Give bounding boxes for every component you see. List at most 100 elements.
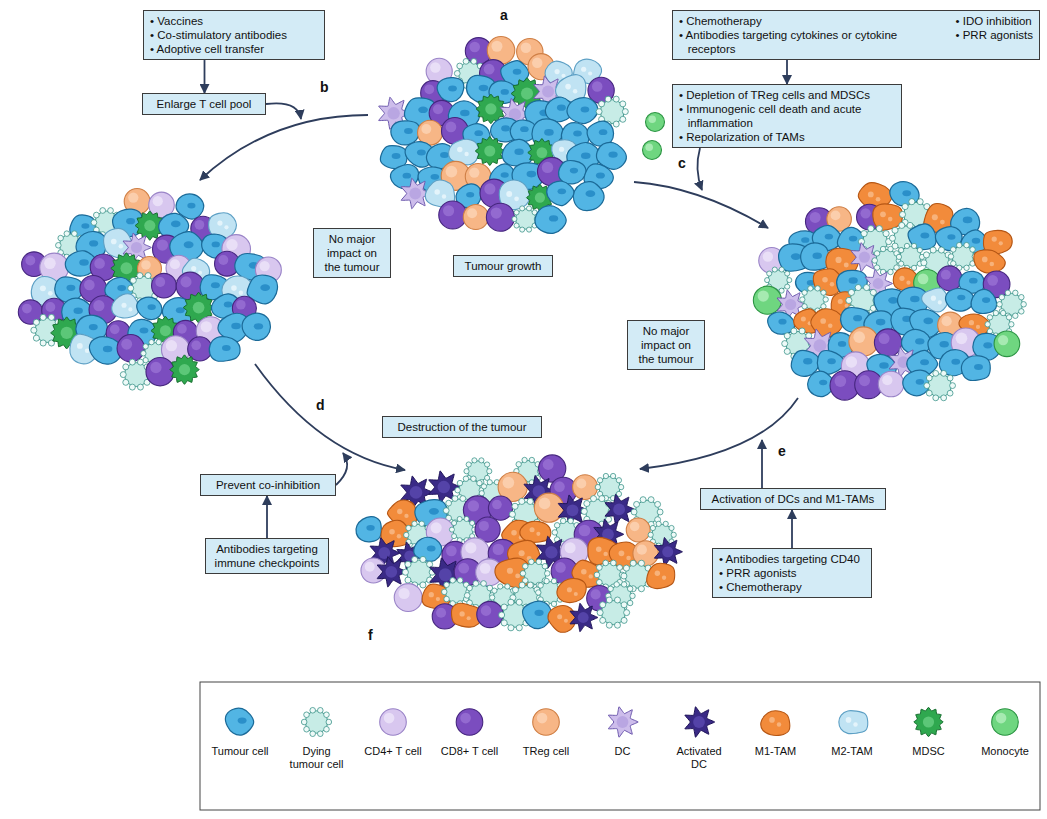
apoptotic-bleb [452,496,458,502]
cd4-cell [878,371,904,397]
box-text: • Chemotherapy [679,14,939,28]
apoptotic-bleb [527,227,532,232]
cell-vesicle [990,262,995,267]
cell-nucleus [254,323,263,329]
apoptotic-bleb [473,581,479,587]
cell-highlight [236,300,246,310]
therapy-list-box: • Antibodies targeting CD40• PRR agonist… [712,548,872,598]
cell-nucleus [873,278,884,289]
cell-vesicle [198,271,202,275]
cell-body [170,355,199,384]
apoptotic-bleb [899,222,905,228]
cell-body [534,493,563,522]
cell-nucleus [879,362,888,369]
cell-vesicle [397,509,402,514]
cell-nucleus [485,103,496,114]
box-text: • Co-stimulatory antibodies [150,28,318,42]
apoptotic-bleb [128,285,134,291]
legend-label: M2-TAM [822,745,882,758]
cell-body [761,711,790,736]
apoptotic-bleb [460,496,466,502]
apoptotic-bleb [785,284,790,289]
legend-label: CD4+ T cell [363,745,423,758]
apoptotic-bleb [880,246,885,251]
cell-body [558,160,586,183]
apoptotic-bleb [463,476,468,481]
box-text: • Chemotherapy [719,580,865,594]
apoptotic-bleb [509,511,515,517]
cell-highlight [484,183,495,194]
cell-vesicle [224,225,228,229]
apoptotic-bleb [457,480,462,485]
apoptotic-bleb [655,501,661,507]
cell-body [557,578,586,602]
apoptotic-bleb [846,297,852,303]
cell-vesicle [191,266,196,271]
apoptotic-bleb [512,216,517,221]
apoptotic-bleb [648,532,653,537]
cell-highlight [835,375,847,387]
apoptotic-bleb [930,247,936,253]
apoptotic-bleb [599,496,605,502]
cell-highlight [565,542,576,553]
cell-nucleus [947,234,955,240]
tumour-cell [558,160,586,183]
cell-vesicle [581,67,586,72]
cell-body [547,181,574,206]
apoptotic-bleb [611,560,617,566]
apoptotic-bleb [326,719,332,725]
cell-vesicle [519,550,525,556]
cell-nucleus [513,69,522,75]
cell-body [937,266,962,291]
m1-cell [974,250,1005,273]
apoptotic-bleb [600,602,606,608]
cell-nucleus [460,110,470,117]
apoptotic-bleb [520,206,525,211]
cell-vesicle [932,214,938,220]
cell-nucleus [184,241,194,248]
tumour-cluster [753,182,1026,401]
cell-nucleus [79,259,89,266]
cell-body [643,141,662,160]
apoptotic-bleb [466,462,471,467]
legend-label: DC [593,745,653,758]
tumour-cell [535,206,566,234]
apoptotic-bleb [471,476,476,481]
cell-body [685,707,715,738]
cell-vesicle [619,550,625,556]
mono-cell [646,113,665,132]
apoptotic-bleb [464,593,470,599]
apoptotic-bleb [640,497,646,503]
apoptotic-bleb [997,302,1002,307]
apoptotic-bleb [785,271,790,276]
apoptotic-bleb [772,267,777,272]
apoptotic-bleb [324,726,330,732]
apoptotic-bleb [784,348,790,354]
apoptotic-bleb [560,518,565,523]
apoptotic-bleb [1013,313,1018,318]
cell-highlight [93,300,104,311]
cell-body [137,297,162,319]
cell-vesicle [838,299,843,304]
apoptotic-bleb [1000,310,1005,315]
apoptotic-bleb [597,478,602,483]
apoptotic-bleb [1006,315,1011,320]
apoptotic-bleb [606,597,612,603]
cell-highlight [469,167,479,177]
cell-highlight [853,331,865,343]
cell-body [974,250,1005,273]
apoptotic-bleb [605,96,611,102]
apoptotic-bleb [479,491,484,496]
cell-highlight [467,208,477,218]
cell-nucleus [957,295,965,301]
apoptotic-bleb [911,265,916,270]
m2-cell [449,139,479,165]
apoptotic-bleb [514,210,519,215]
tumour-cluster [18,189,281,391]
apoptotic-bleb [823,297,828,302]
cell-vesicle [239,290,243,294]
apoptotic-bleb [855,284,861,290]
cell-vesicle [111,239,117,245]
apoptotic-bleb [985,322,990,327]
